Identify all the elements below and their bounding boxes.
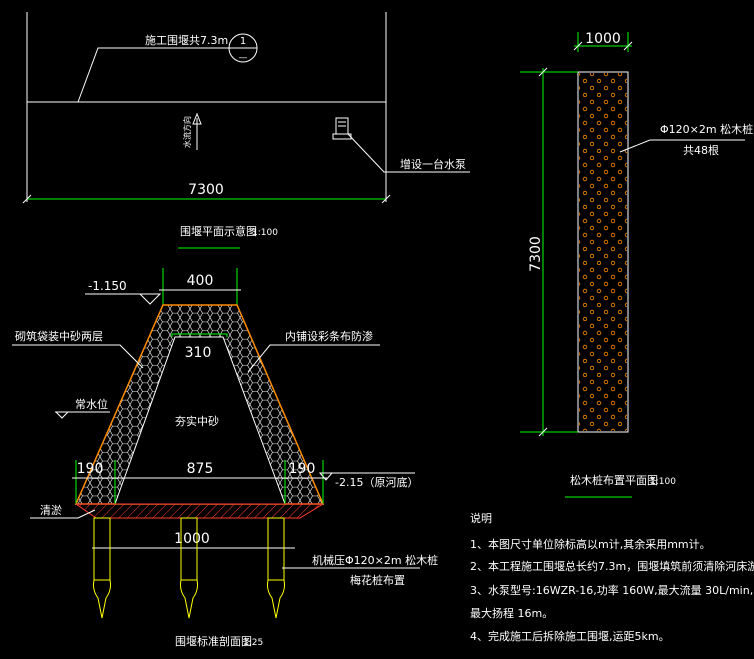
section-scale: 1:25 (243, 638, 263, 648)
note-2: 2、本工程施工围堰总长约7.3m，围堰填筑前须清除河床淤泥等杂物。 (470, 559, 754, 573)
plan-width-text: 7300 (188, 182, 224, 198)
water-level-icon (54, 411, 70, 419)
section-marker-bottom: — (239, 53, 248, 63)
pile-plan: 1000 7300 Φ120×2m 松木桩 共48根 松木桩布置平面图 1:10… (520, 31, 753, 498)
pile-spec: Φ120×2m 松木桩 (660, 122, 753, 136)
pile-markers (579, 73, 627, 431)
pump-leader (347, 133, 470, 173)
note-3: 3、水泵型号:16WZR-16,功率 160W,最大流量 30L/min, (470, 583, 753, 597)
top-elev-text: -1.150 (88, 279, 127, 293)
bed-elev-marker-icon (318, 472, 334, 481)
pile-right (267, 517, 285, 619)
pump-icon (332, 117, 352, 140)
right-label: 内铺设彩条布防渗 (285, 329, 373, 343)
top-elev-marker-icon (138, 293, 162, 305)
pump-label: 增设一台水泵 (400, 157, 466, 171)
note-1: 1、本图尺寸单位除标高以m计,其余采用mm计。 (470, 537, 711, 551)
pile-count: 共48根 (683, 143, 719, 157)
plan-scale: 1:100 (252, 228, 278, 238)
notes: 说明 1、本图尺寸单位除标高以m计,其余采用mm计。 2、本工程施工围堰总长约7… (470, 511, 754, 643)
section-marker-top: 1 (240, 36, 246, 47)
cofferdam-label: 施工围堰共7.3m (145, 34, 228, 47)
top-width-text: 400 (187, 273, 214, 289)
pile-width-text: 1000 (585, 31, 621, 47)
plan-title: 围堰平面示意图 (180, 224, 257, 238)
right-label-leader (247, 344, 380, 373)
section-title: 围堰标准剖面图 (175, 634, 252, 648)
pile-leader (619, 139, 745, 153)
note-4: 4、完成施工后拆除施工围堰,运距5km。 (470, 629, 670, 643)
pile-length-text: 7300 (528, 236, 544, 272)
silt-leader (30, 509, 96, 519)
silt-label: 清淤 (40, 504, 62, 517)
bottom-mid-dim: 875 (187, 461, 214, 477)
notes-heading: 说明 (470, 511, 492, 525)
pile-dim-text: 1000 (174, 531, 210, 547)
bottom-left-dim: 190 (77, 461, 104, 477)
pile-plan-title: 松木桩布置平面图 (570, 473, 658, 487)
silt-layer (74, 503, 325, 519)
flow-label: 水流方向 (182, 116, 192, 148)
pile-middle (180, 517, 198, 619)
plan-view: 施工围堰共7.3m 1 — 水流方向 增设一台水泵 7300 围堰平面示意图 1… (22, 12, 470, 249)
left-label: 砌筑袋装中砂两层 (15, 329, 103, 343)
inner-width-text: 310 (185, 345, 212, 361)
fill-label: 夯实中砂 (175, 414, 219, 428)
pile-layout: 梅花桩布置 (350, 573, 405, 587)
plan-width-dimension (22, 194, 391, 204)
section-view: 400 -1.150 310 夯实中砂 砌筑袋装中砂两层 内铺设彩条布防渗 常水… (12, 268, 438, 648)
note-3b: 最大扬程 16m。 (470, 606, 553, 620)
pile-left (93, 517, 111, 619)
flow-arrow-icon (192, 112, 202, 150)
water-label: 常水位 (75, 397, 108, 411)
bed-elev-text: -2.15（原河底） (335, 475, 418, 489)
pile-label: 机械压Φ120×2m 松木桩 (312, 553, 438, 567)
bottom-right-dim: 190 (289, 461, 316, 477)
cofferdam-leader (77, 47, 232, 103)
left-label-leader (12, 344, 144, 369)
pile-plan-scale: 1:100 (650, 477, 676, 487)
